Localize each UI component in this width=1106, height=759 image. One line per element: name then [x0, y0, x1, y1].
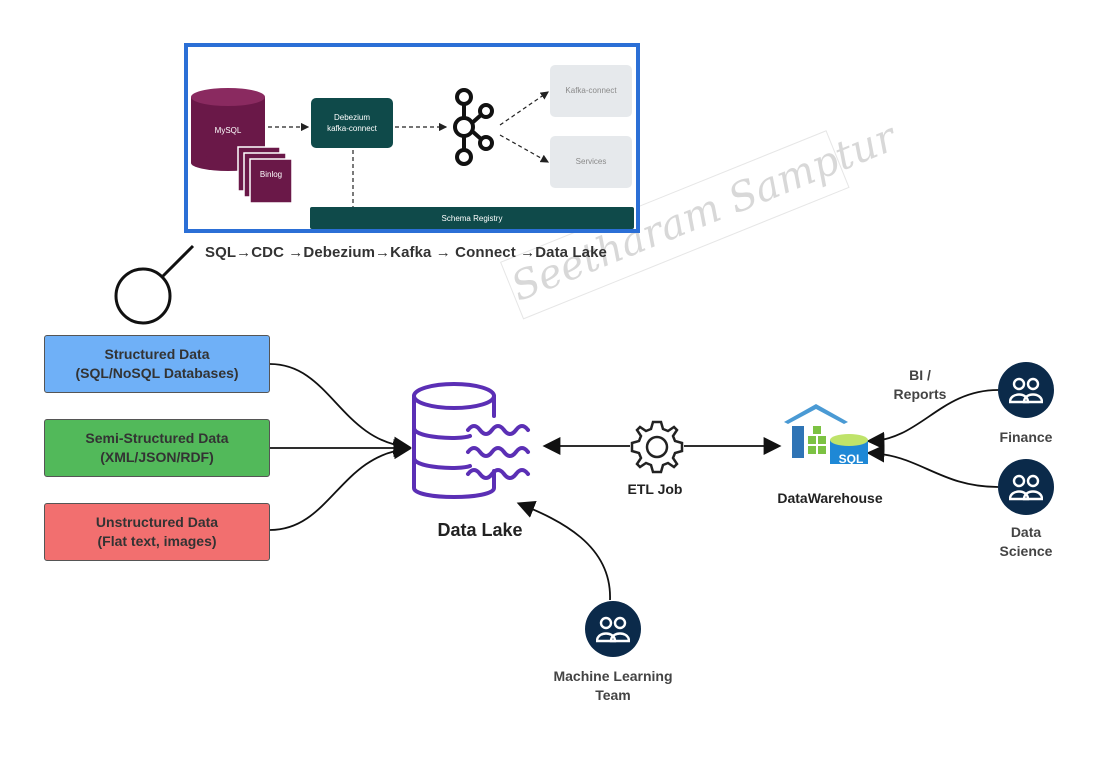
pipeline-caption: SQL→CDC →Debezium→Kafka → Connect →Data …	[205, 244, 607, 261]
structured-data-box: Structured Data (SQL/NoSQL Databases)	[44, 335, 270, 393]
unstructured-to-lake-arrow	[269, 441, 412, 531]
kafka-to-services-arrow	[499, 134, 550, 163]
finance-label: Finance	[999, 429, 1053, 445]
datascience-to-warehouse-arrow	[866, 444, 999, 488]
finance-users-icon	[998, 362, 1054, 418]
users-glyph-icon	[596, 616, 630, 643]
data-science-label: Data Science	[978, 523, 1074, 561]
mysql-label: MySQL	[214, 126, 242, 135]
semi-structured-data-title: Semi-Structured Data	[85, 430, 229, 446]
etl-job-label: ETL Job	[627, 481, 683, 497]
bi-reports-line1: BI /	[909, 367, 931, 383]
finance-to-warehouse-arrow	[866, 389, 999, 450]
cdc-inset-panel: MySQL Binlog Debezium kafka-connect Kafk…	[184, 43, 640, 233]
schema-registry-label: Schema Registry	[441, 214, 503, 223]
data-science-users-icon	[998, 459, 1054, 515]
cdc-inset-diagram	[191, 65, 634, 229]
gear-icon	[630, 420, 684, 474]
kafka-logo-icon	[453, 88, 494, 166]
ml-to-lake-arrow	[516, 500, 611, 601]
data-warehouse-icon	[784, 404, 868, 464]
data-lake-icon	[412, 382, 530, 499]
debezium-box	[311, 98, 393, 148]
debezium-label-line1: Debezium	[333, 113, 370, 122]
data-science-line2: Science	[999, 543, 1053, 559]
ml-team-users-icon	[585, 601, 641, 657]
unstructured-data-title: Unstructured Data	[95, 514, 219, 530]
unstructured-data-subtitle: (Flat text, images)	[97, 533, 217, 549]
kafka-connect-label: Kafka-connect	[565, 86, 617, 95]
kafka-connect-box	[550, 65, 632, 117]
users-glyph-icon	[1009, 377, 1043, 404]
data-science-line1: Data	[1010, 524, 1042, 540]
bi-reports-label: BI / Reports	[880, 366, 960, 404]
services-label: Services	[575, 157, 607, 166]
services-box	[550, 136, 632, 188]
data-lake-label: Data Lake	[437, 520, 523, 540]
binlog-label: Binlog	[259, 170, 283, 179]
data-warehouse-label: DataWarehouse	[777, 490, 883, 506]
users-glyph-icon	[1009, 474, 1043, 501]
ml-team-label: Machine Learning Team	[533, 667, 693, 705]
kafka-to-connect-arrow	[499, 91, 549, 126]
ml-team-line2: Team	[595, 687, 631, 703]
schema-registry-bar	[310, 207, 634, 229]
structured-to-lake-arrow	[269, 363, 412, 455]
semi-structured-data-box: Semi-Structured Data (XML/JSON/RDF)	[44, 419, 270, 477]
unstructured-data-box: Unstructured Data (Flat text, images)	[44, 503, 270, 561]
magnifier-lens	[114, 267, 172, 325]
ml-team-line1: Machine Learning	[553, 668, 673, 684]
magnifier-handle	[161, 244, 195, 278]
debezium-label-line2: kafka-connect	[327, 124, 377, 133]
bi-reports-line2: Reports	[893, 386, 947, 402]
structured-data-title: Structured Data	[104, 346, 210, 362]
sql-badge: SQL	[838, 452, 864, 466]
structured-data-subtitle: (SQL/NoSQL Databases)	[75, 365, 239, 381]
semi-structured-data-subtitle: (XML/JSON/RDF)	[100, 449, 214, 465]
binlog-icon	[237, 146, 293, 204]
